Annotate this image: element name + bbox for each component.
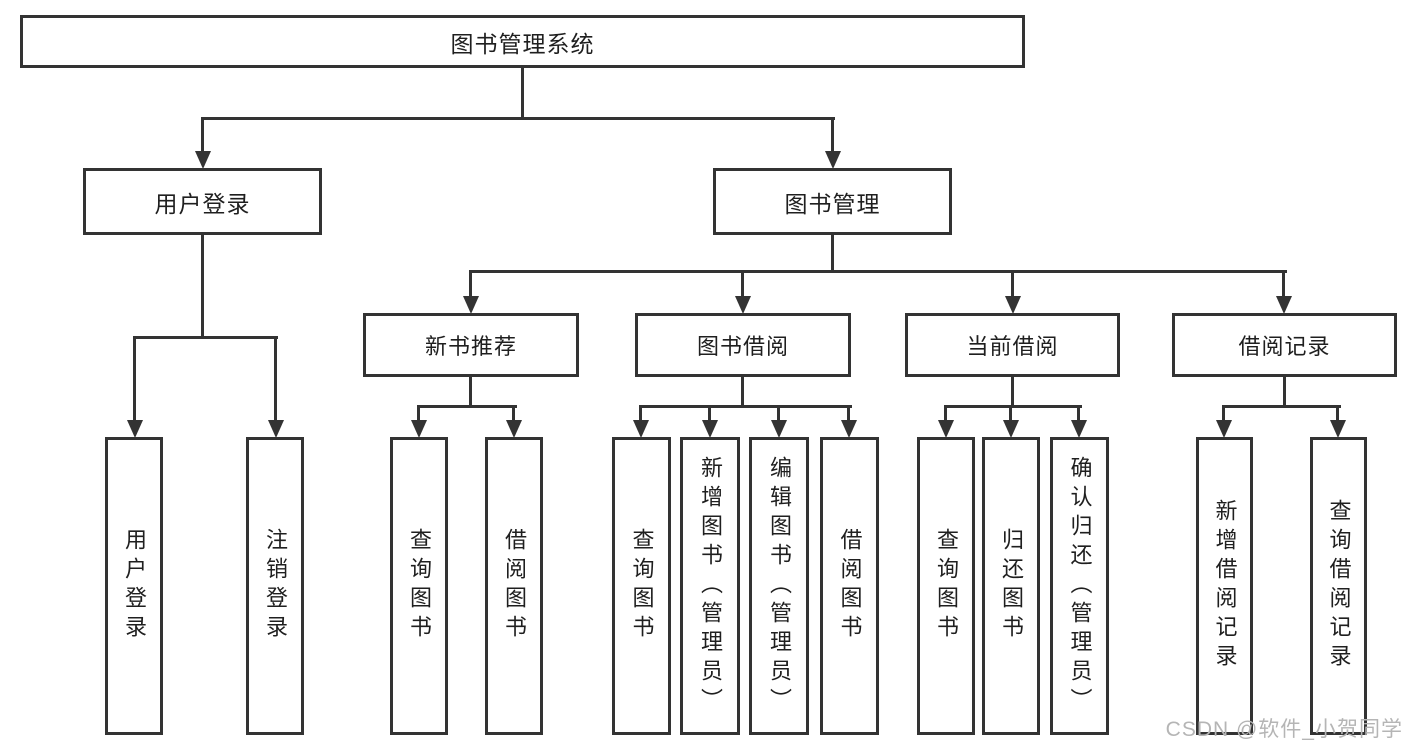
arrowhead-down-icon: [1329, 420, 1346, 438]
arrowhead-down-icon: [840, 420, 857, 438]
leaf-edit-book-admin: 编辑图书（管理员）: [749, 437, 809, 735]
arrowhead-down-icon: [462, 296, 479, 314]
arrowhead-down-icon: [1275, 296, 1292, 314]
arrowhead-down-icon: [267, 420, 284, 438]
node-label: 查询图书: [629, 528, 655, 644]
csdn-watermark: CSDN @软件_小贺同学: [1165, 718, 1403, 741]
node-label: 确认归还（管理员）: [1067, 455, 1093, 717]
connector-drop: [632, 405, 649, 438]
node-book-borrowing: 图书借阅: [635, 313, 851, 377]
arrowhead-down-icon: [734, 296, 751, 314]
node-label: 编辑图书（管理员）: [767, 455, 792, 717]
leaf-confirm-return-admin: 确认归还（管理员）: [1050, 437, 1109, 735]
node-label: 查询借阅记录: [1326, 499, 1352, 673]
arrowhead-down-icon: [824, 151, 841, 169]
node-label: 图书借阅: [696, 334, 789, 359]
arrowhead-down-icon: [126, 420, 143, 438]
connector-book-borrow-bar: [639, 405, 852, 408]
node-book-management-branch: 图书管理: [713, 168, 952, 235]
node-label: 新增借阅记录: [1212, 499, 1238, 673]
connector-drop: [126, 336, 143, 438]
leaf-query-books-recommend: 查询图书: [390, 437, 448, 735]
node-label: 新增图书（管理员）: [698, 455, 723, 717]
node-new-book-recommendation: 新书推荐: [363, 313, 579, 377]
leaf-query-books-current: 查询图书: [917, 437, 975, 735]
node-label: 用户登录: [122, 528, 147, 644]
connector-drop: [1004, 270, 1021, 314]
node-label: 用户登录: [154, 190, 251, 217]
connector-user-login-bar: [133, 336, 278, 339]
connector-drop: [937, 405, 954, 438]
node-label: 新书推荐: [424, 334, 517, 359]
arrowhead-down-icon: [937, 420, 954, 438]
arrowhead-down-icon: [632, 420, 649, 438]
connector-borrow-records-stem: [1283, 377, 1286, 408]
connector-drop: [1002, 405, 1019, 438]
connector-drop: [824, 117, 841, 169]
arrowhead-down-icon: [505, 420, 522, 438]
connector-new-book-bar: [417, 405, 517, 408]
node-current-borrowing: 当前借阅: [905, 313, 1120, 377]
connector-drop: [770, 405, 787, 438]
connector-new-book-stem: [469, 377, 472, 408]
connector-current-borrow-bar: [944, 405, 1082, 408]
leaf-user-login: 用户登录: [105, 437, 163, 735]
connector-drop: [410, 405, 427, 438]
arrowhead-down-icon: [1070, 420, 1087, 438]
connector-root-bar: [201, 117, 835, 120]
connector-drop: [1070, 405, 1087, 438]
connector-drop: [734, 270, 751, 314]
connector-root-stem: [521, 68, 524, 120]
arrowhead-down-icon: [1004, 296, 1021, 314]
arrowhead-down-icon: [701, 420, 718, 438]
connector-drop: [1275, 270, 1292, 314]
leaf-borrow-books: 借阅图书: [820, 437, 879, 735]
connector-drop: [194, 117, 211, 169]
node-label: 注销登录: [263, 528, 288, 644]
connector-book-mgmt-stem: [831, 235, 834, 273]
node-user-login-branch: 用户登录: [83, 168, 322, 235]
node-label: 借阅图书: [502, 528, 527, 644]
connector-user-login-stem: [201, 235, 204, 339]
connector-book-borrow-stem: [741, 377, 744, 408]
connector-current-borrow-stem: [1011, 377, 1014, 408]
node-label: 查询图书: [934, 528, 959, 644]
connector-drop: [840, 405, 857, 438]
connector-borrow-records-bar: [1222, 405, 1341, 408]
leaf-borrow-books-recommend: 借阅图书: [485, 437, 543, 735]
node-label: 归还图书: [999, 528, 1024, 644]
connector-drop: [267, 336, 284, 438]
leaf-query-borrow-record: 查询借阅记录: [1310, 437, 1367, 735]
leaf-add-borrow-record: 新增借阅记录: [1196, 437, 1253, 735]
connector-drop: [462, 270, 479, 314]
connector-drop: [1215, 405, 1232, 438]
node-label: 图书管理: [784, 190, 881, 217]
connector-drop: [701, 405, 718, 438]
arrowhead-down-icon: [1002, 420, 1019, 438]
node-label: 借阅图书: [837, 528, 863, 644]
leaf-query-books-borrowing: 查询图书: [612, 437, 671, 735]
node-label: 查询图书: [407, 528, 432, 644]
connector-drop: [1329, 405, 1346, 438]
connector-drop: [505, 405, 522, 438]
leaf-return-books: 归还图书: [982, 437, 1040, 735]
node-library-management-system: 图书管理系统: [20, 15, 1025, 68]
arrowhead-down-icon: [194, 151, 211, 169]
connector-book-mgmt-bar: [469, 270, 1287, 273]
arrowhead-down-icon: [770, 420, 787, 438]
arrowhead-down-icon: [410, 420, 427, 438]
node-label: 图书管理系统: [450, 30, 595, 57]
leaf-add-book-admin: 新增图书（管理员）: [680, 437, 740, 735]
node-label: 当前借阅: [966, 334, 1059, 359]
node-label: 借阅记录: [1238, 334, 1331, 359]
arrowhead-down-icon: [1215, 420, 1232, 438]
node-borrowing-records: 借阅记录: [1172, 313, 1397, 377]
leaf-logout: 注销登录: [246, 437, 304, 735]
